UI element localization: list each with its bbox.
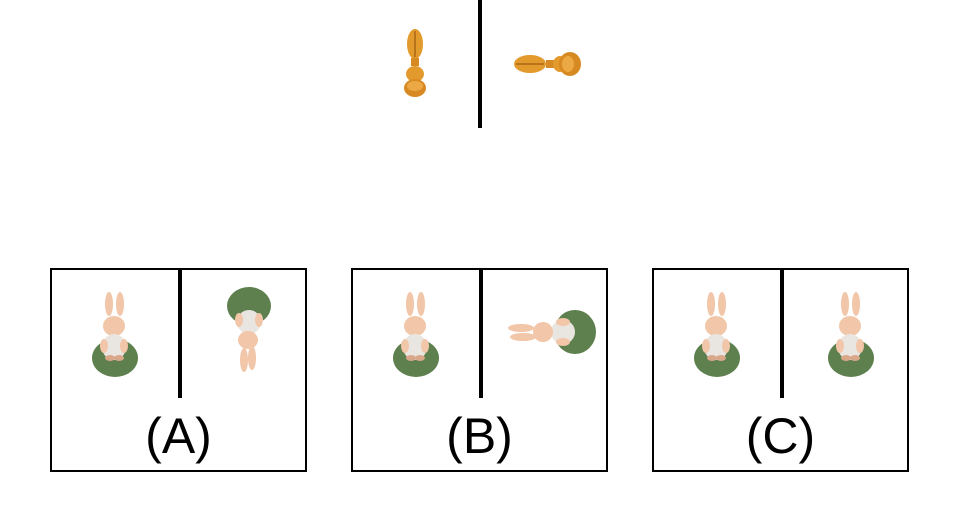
option-a-panel[interactable]: (A) [50, 268, 307, 472]
option-b-label: (B) [446, 408, 513, 464]
reference-divider [478, 0, 482, 128]
bunny-upright-icon [393, 292, 439, 377]
option-c-divider [780, 270, 784, 398]
option-c-panel[interactable]: (C) [652, 268, 909, 472]
bunny-upright-icon [828, 292, 874, 377]
bunny-sideways-icon [508, 310, 596, 354]
option-a-divider [178, 270, 182, 398]
bunny-upright-icon [92, 292, 138, 377]
reference-pair [380, 0, 600, 130]
option-b-divider [479, 270, 483, 398]
option-b-panel[interactable]: (B) [351, 268, 608, 472]
option-a-label: (A) [145, 408, 212, 464]
peg-figure-rotated [514, 52, 581, 76]
peg-figure-upright [404, 29, 426, 97]
option-c-label: (C) [745, 408, 816, 464]
bunny-upside-down-icon [227, 287, 271, 372]
bunny-upright-icon [694, 292, 740, 377]
